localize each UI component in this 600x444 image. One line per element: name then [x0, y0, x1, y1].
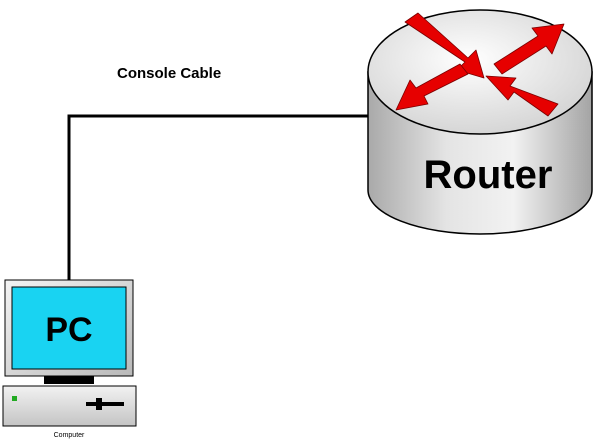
computer-icon: PC Computer	[2, 279, 137, 439]
console-cable-label: Console Cable	[117, 65, 221, 82]
power-led-icon	[12, 396, 17, 401]
router-arrows-icon	[395, 12, 565, 117]
router-label: Router	[424, 153, 553, 197]
computer-caption: Computer	[54, 432, 85, 439]
drive-slot-icon	[86, 402, 124, 406]
router-icon: Router	[367, 9, 593, 235]
console-cable	[67, 114, 373, 282]
pc-screen-label: PC	[45, 311, 92, 349]
drive-button-icon	[96, 398, 102, 410]
monitor-stand	[44, 376, 94, 384]
monitor-screen	[11, 286, 127, 370]
